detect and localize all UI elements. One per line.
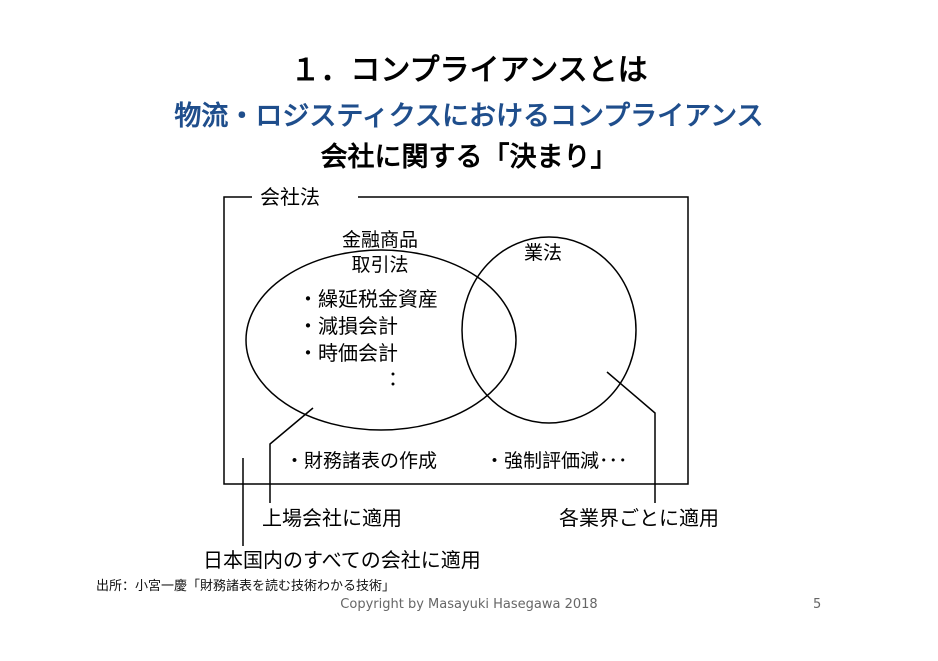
callout-listed-companies: 上場会社に適用: [262, 506, 402, 530]
copyright-notice: Copyright by Masayuki Hasegawa 2018: [340, 597, 598, 612]
company-law-box: [223, 196, 689, 485]
industry-leader-line: [606, 371, 656, 503]
bullet-deferred-tax-assets: ・繰延税金資産: [298, 287, 438, 311]
bullet-fair-value-accounting: ・時価会計: [298, 341, 398, 365]
financial-instruments-title-line1: 金融商品: [341, 229, 418, 251]
listed-companies-leader-line: [269, 407, 314, 503]
financial-instruments-title-line2: 取引法: [351, 254, 409, 276]
item-financial-statements: ・財務諸表の作成: [285, 450, 438, 472]
bullet-ellipsis: ：: [388, 366, 408, 390]
company-law-label: 会社法: [260, 185, 320, 209]
slide-title: １．コンプライアンスとは: [290, 53, 648, 88]
slide-subtitle: 物流・ロジスティクスにおけるコンプライアンス: [174, 101, 764, 132]
callout-all-companies: 日本国内のすべての会社に適用: [203, 548, 481, 572]
industry-law-circle: [461, 236, 637, 424]
item-forced-valuation-loss: ・強制評価減･･･: [485, 450, 628, 472]
financial-instruments-circle: [245, 249, 517, 431]
industry-law-title: 業法: [524, 242, 563, 264]
page-number: 5: [813, 597, 822, 612]
callout-each-industry: 各業界ごとに適用: [559, 506, 719, 530]
source-citation: 出所：小宮一慶「財務諸表を読む技術わかる技術」: [96, 579, 396, 594]
bullet-impairment-accounting: ・減損会計: [298, 314, 398, 338]
slide-heading: 会社に関する「決まり」: [320, 142, 618, 173]
